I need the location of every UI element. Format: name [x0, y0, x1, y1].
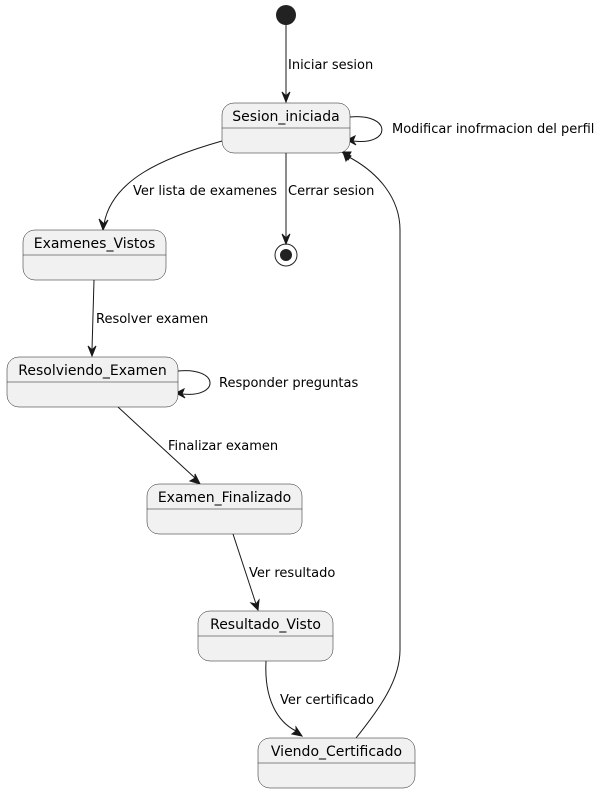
state-label: Examen_Finalizado — [158, 490, 291, 506]
state-examenes-vistos: Examenes_Vistos — [22, 229, 167, 281]
state-sesion-iniciada: Sesion_iniciada — [221, 102, 351, 154]
label-iniciar-sesion: Iniciar sesion — [288, 58, 373, 73]
label-ver-certificado: Ver certificado — [280, 693, 374, 708]
state-label: Examenes_Vistos — [34, 236, 156, 252]
label-resolver-examen: Resolver examen — [96, 312, 208, 327]
transition-finalizar-examen — [117, 406, 201, 485]
transition-cerrar-sesion — [281, 153, 291, 246]
transition-responder-preguntas — [174, 370, 211, 399]
transition-back-to-sesion — [341, 151, 401, 739]
state-label: Sesion_iniciada — [232, 109, 339, 125]
transition-resolver-examen — [87, 279, 97, 358]
transition-iniciar-sesion — [281, 25, 291, 104]
label-finalizar-examen: Finalizar examen — [168, 439, 278, 454]
label-cerrar-sesion: Cerrar sesion — [288, 184, 374, 199]
state-label: Viendo_Certificado — [271, 744, 402, 760]
initial-state — [276, 5, 296, 25]
state-examen-finalizado: Examen_Finalizado — [146, 483, 303, 535]
transition-ver-resultado — [232, 533, 260, 612]
state-resultado-visto: Resultado_Visto — [197, 610, 334, 662]
label-ver-lista: Ver lista de examenes — [133, 184, 277, 199]
final-state — [274, 243, 298, 267]
label-responder-preguntas: Responder preguntas — [219, 376, 358, 391]
label-modificar-perfil: Modificar inofrmacion del perfil — [392, 122, 594, 137]
state-viendo-certificado: Viendo_Certificado — [257, 737, 416, 789]
state-label: Resultado_Visto — [210, 617, 321, 633]
transition-ver-lista — [98, 140, 223, 232]
transition-ver-certificado — [265, 660, 304, 737]
state-resolviendo-examen: Resolviendo_Examen — [6, 356, 179, 408]
transition-modificar-perfil — [345, 116, 383, 146]
label-ver-resultado: Ver resultado — [249, 566, 335, 581]
state-label: Resolviendo_Examen — [18, 363, 166, 379]
